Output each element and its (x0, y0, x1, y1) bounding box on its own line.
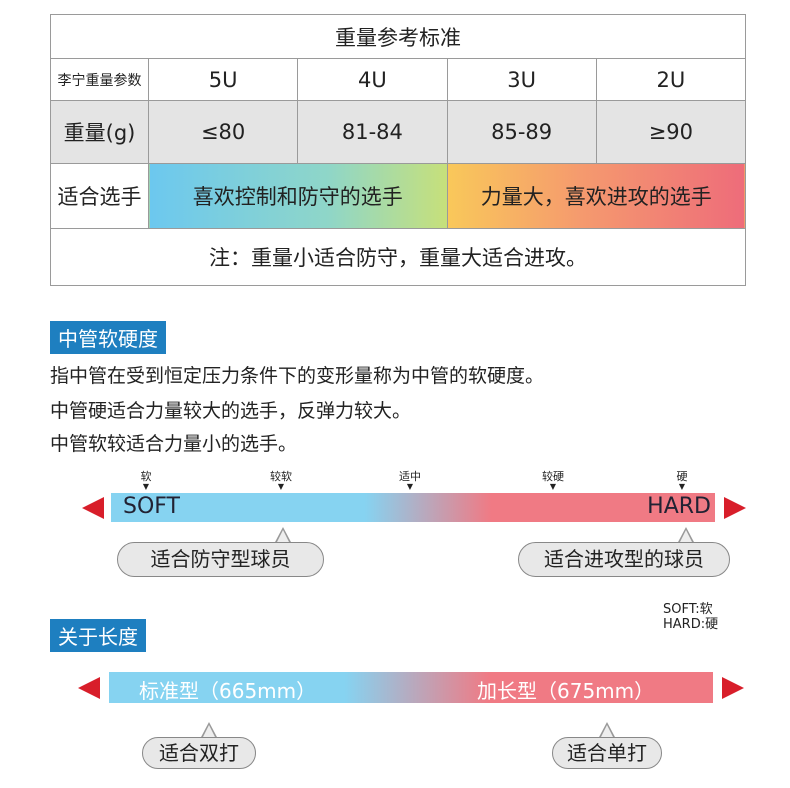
cell-2u: 2U (595, 58, 747, 101)
bubble-singles: 适合单打 (552, 737, 662, 769)
cell-3u: 3U (446, 58, 597, 101)
tick-fairly-soft: 较软▼ (270, 470, 292, 491)
cell-4u: 4U (297, 58, 448, 101)
tick-soft: 软▼ (140, 470, 152, 491)
weight-5u: ≤80 (147, 100, 299, 164)
weight-4u: 81-84 (297, 100, 448, 164)
suitable-light: 喜欢控制和防守的选手 (148, 163, 448, 229)
length-heading: 关于长度 (50, 619, 146, 652)
suitable-label: 适合选手 (50, 163, 149, 229)
weight-3u: 85-89 (446, 100, 597, 164)
suitable-heavy: 力量大，喜欢进攻的选手 (446, 163, 746, 229)
pointer-icon (677, 527, 695, 544)
tick-fairly-hard: 较硬▼ (542, 470, 564, 491)
flex-heading: 中管软硬度 (50, 321, 166, 354)
pointer-icon (200, 722, 218, 739)
pointer-icon (598, 722, 616, 739)
flex-desc-2: 中管硬适合力量较大的选手，反弹力较大。 (50, 400, 412, 422)
hard-label: HARD (647, 494, 711, 519)
tick-medium: 适中▼ (399, 470, 421, 491)
length-bar: 标准型（665mm） 加长型（675mm） (109, 672, 713, 703)
bubble-defensive: 适合防守型球员 (117, 542, 324, 577)
standard-length: 标准型（665mm） (139, 679, 317, 703)
row-header-label: 李宁重量参数 (50, 58, 149, 101)
arrow-right-icon (722, 677, 744, 699)
arrow-right-icon (724, 497, 746, 519)
weight-label: 重量(g) (50, 100, 149, 164)
soft-label: SOFT (123, 494, 180, 519)
bubble-doubles: 适合双打 (142, 737, 256, 769)
cell-5u: 5U (147, 58, 299, 101)
arrow-left-icon (82, 497, 104, 519)
flex-bar: SOFT HARD (111, 493, 715, 522)
bubble-offensive: 适合进攻型的球员 (518, 542, 730, 577)
extended-length: 加长型（675mm） (477, 679, 655, 703)
table-note: 注：重量小适合防守，重量大适合进攻。 (50, 228, 746, 286)
pointer-icon (274, 527, 292, 544)
flex-desc-1: 指中管在受到恒定压力条件下的变形量称为中管的软硬度。 (50, 365, 545, 387)
table-title: 重量参考标准 (50, 14, 746, 59)
weight-reference-table: 重量参考标准 李宁重量参数 5U 4U 3U 2U 重量(g) ≤80 81-8… (50, 14, 747, 286)
tick-hard: 硬▼ (676, 470, 688, 491)
flex-desc-3: 中管软较适合力量小的选手。 (50, 433, 298, 455)
arrow-left-icon (78, 677, 100, 699)
weight-2u: ≥90 (595, 100, 747, 164)
